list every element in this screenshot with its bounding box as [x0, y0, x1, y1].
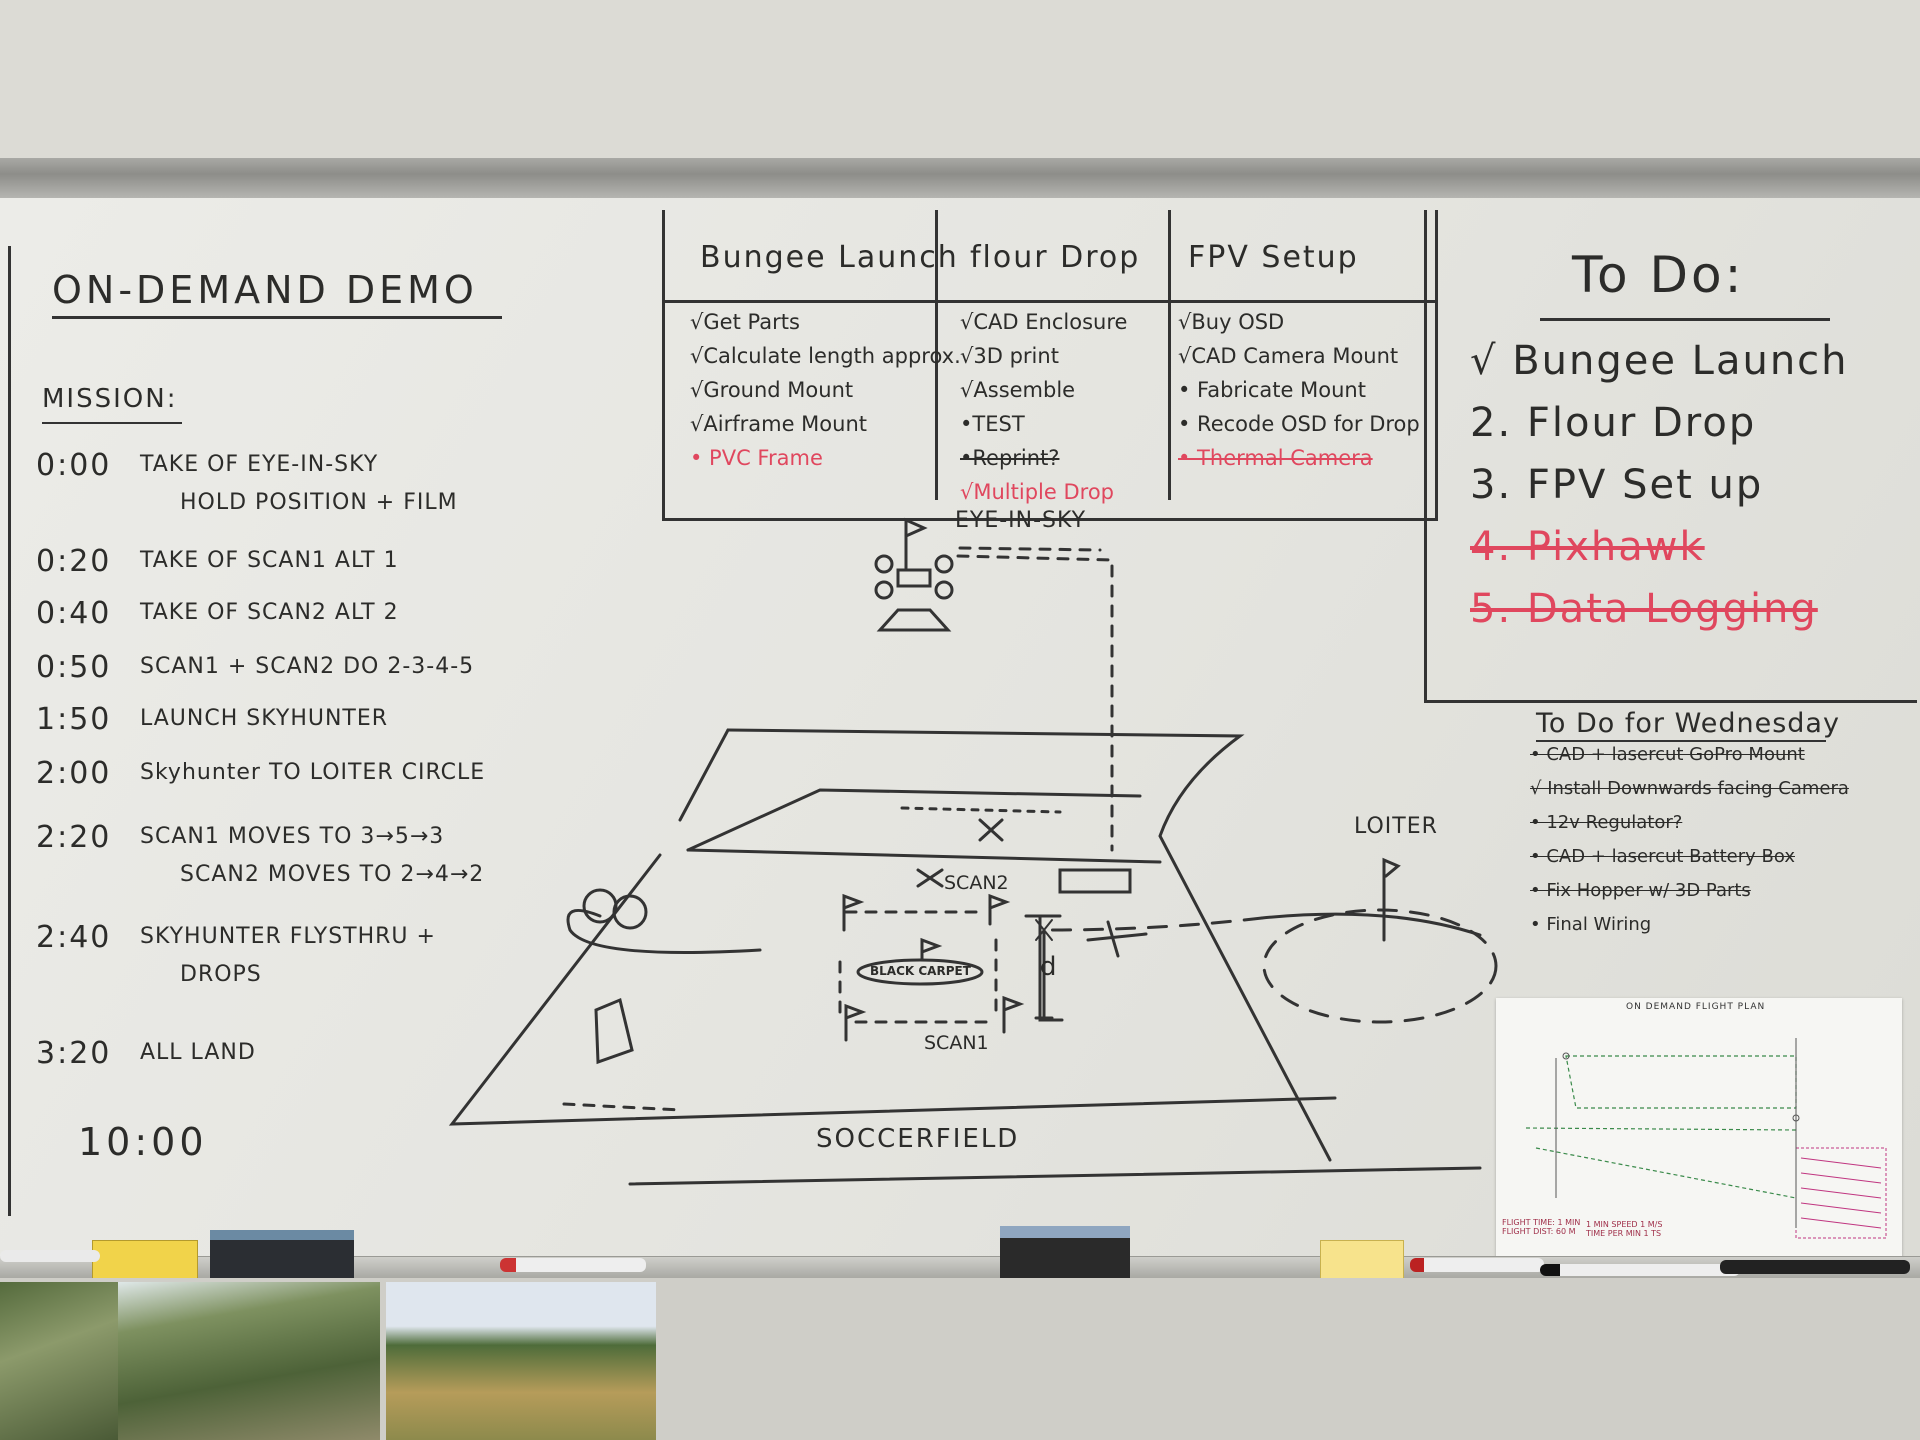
task-item: √Assemble	[960, 378, 1076, 402]
sticky-notes-left	[92, 1240, 198, 1284]
todo-item: 5. Data Logging	[1470, 586, 1818, 632]
timeline-entry: TAKE OF SCAN2 ALT 2	[140, 600, 399, 625]
map-label-black-carpet: BLACK CARPET	[870, 964, 971, 978]
timeline-time: 0:20	[36, 544, 112, 579]
field-edge-left	[448, 853, 1337, 1126]
timeline-entry-sub: SCAN2 MOVES TO 2→4→2	[180, 862, 485, 887]
wall	[0, 0, 1920, 160]
timeline-time: 0:50	[36, 650, 112, 685]
end-time: 10:00	[78, 1120, 208, 1164]
task-item: •TEST	[960, 412, 1025, 436]
task-item: • Fabricate Mount	[1178, 378, 1366, 402]
todo-item: √ Bungee Launch	[1470, 338, 1849, 384]
wednesday-item: • CAD + lasercut Battery Box	[1530, 846, 1795, 867]
todo-underline	[1540, 318, 1830, 321]
timeline-entry: SKYHUNTER FLYSTHRU +	[140, 924, 436, 949]
timeline-time: 2:40	[36, 920, 112, 955]
todo-item: 3. FPV Set up	[1470, 462, 1764, 508]
timeline-entry: ALL LAND	[140, 1040, 256, 1065]
photo-meadow	[386, 1282, 656, 1440]
wednesday-item: • CAD + lasercut GoPro Mount	[1530, 744, 1805, 765]
task-item: √Ground Mount	[690, 378, 854, 402]
task-item: √Calculate length approx.	[690, 344, 961, 368]
task-item: • Recode OSD for Drop	[1178, 412, 1420, 436]
todo-title: To Do:	[1572, 246, 1745, 304]
marker-3	[1410, 1258, 1544, 1272]
task-table-divider-2	[1168, 210, 1171, 500]
photo-forest-path	[118, 1282, 380, 1440]
task-item: • Thermal Camera	[1178, 446, 1373, 470]
flight-plan-footer-left: FLIGHT TIME: 1 MIN FLIGHT DIST: 60 M	[1502, 1218, 1581, 1236]
flight-plan-diagram	[1525, 1038, 1887, 1239]
timeline-time: 1:50	[36, 702, 112, 737]
timeline-entry: SCAN1 MOVES TO 3→5→3	[140, 824, 445, 849]
wednesday-item: • Final Wiring	[1530, 914, 1652, 935]
left-margin-line	[8, 246, 11, 1216]
flight-plan-printout: ON DEMAND FLIGHT PLAN FLIGHT TIME: 1 MIN…	[1496, 998, 1902, 1260]
task-column-title: FPV Setup	[1188, 240, 1359, 275]
marker-4	[1540, 1264, 1740, 1276]
task-item: √CAD Enclosure	[960, 310, 1128, 334]
timeline-entry: LAUNCH SKYHUNTER	[140, 706, 389, 731]
todo-item: 2. Flour Drop	[1470, 400, 1757, 446]
wednesday-title: To Do for Wednesday	[1536, 708, 1840, 739]
map-label-distance: d	[1040, 952, 1059, 982]
wednesday-item: • Fix Hopper w/ 3D Parts	[1530, 880, 1751, 901]
timeline-time: 0:40	[36, 596, 112, 631]
field-edge-top	[726, 728, 1332, 1162]
task-table-header-line	[662, 300, 1435, 303]
mission-underline	[42, 422, 182, 424]
flight-plan-footer-mid: 1 MIN SPEED 1 M/S TIME PER MIN 1 TS	[1586, 1220, 1663, 1238]
timeline-time: 0:00	[36, 448, 112, 483]
timeline-entry-sub: DROPS	[180, 962, 262, 987]
task-column-title: flour Drop	[970, 240, 1141, 275]
wednesday-underline	[1536, 740, 1826, 742]
demo-title-underline	[52, 316, 502, 319]
timeline-time: 3:20	[36, 1036, 112, 1071]
todo-item: 4. Pixhawk	[1470, 524, 1705, 570]
task-item: √Multiple Drop	[960, 480, 1114, 504]
wednesday-item: √ Install Downwards facing Camera	[1530, 778, 1849, 799]
timeline-entry: Skyhunter TO LOITER CIRCLE	[140, 760, 486, 785]
task-item: √Airframe Mount	[690, 412, 867, 436]
demo-title: ON-DEMAND DEMO	[52, 268, 478, 312]
timeline-entry-sub: HOLD POSITION + FILM	[180, 490, 458, 515]
map-label-scan1: SCAN1	[924, 1032, 989, 1054]
wednesday-item: • 12v Regulator?	[1530, 812, 1683, 833]
timeline-time: 2:00	[36, 756, 112, 791]
timeline-time: 2:20	[36, 820, 112, 855]
mission-label: MISSION:	[42, 384, 178, 414]
timeline-entry: TAKE OF EYE-IN-SKY	[140, 452, 379, 477]
todo-box	[1424, 210, 1917, 703]
flight-plan-title: ON DEMAND FLIGHT PLAN	[1626, 1002, 1766, 1012]
task-column-title: Bungee Launch	[700, 240, 959, 275]
task-table-divider-1	[935, 210, 938, 500]
task-item: √3D print	[960, 344, 1059, 368]
photo-forest-edge	[0, 1282, 118, 1440]
eye-in-sky-cone	[876, 608, 952, 632]
task-table	[662, 210, 1438, 521]
task-item: √Get Parts	[690, 310, 800, 334]
timeline-entry: SCAN1 + SCAN2 DO 2-3-4-5	[140, 654, 475, 679]
task-item: •Reprint?	[960, 446, 1060, 470]
marker-2	[500, 1258, 646, 1272]
skyhunter-plane	[1086, 920, 1148, 958]
marker-5	[1720, 1260, 1910, 1274]
map-label-scan2: SCAN2	[944, 872, 1009, 894]
marker-1	[0, 1250, 100, 1262]
map-label-eye-in-sky: EYE-IN-SKY	[955, 508, 1087, 533]
map-label-loiter: LOITER	[1354, 814, 1438, 839]
task-item: • PVC Frame	[690, 446, 823, 470]
map-label-soccer-field: SOCCERFIELD	[816, 1124, 1020, 1154]
task-item: √Buy OSD	[1178, 310, 1285, 334]
timeline-entry: TAKE OF SCAN1 ALT 1	[140, 548, 399, 573]
task-item: √CAD Camera Mount	[1178, 344, 1399, 368]
